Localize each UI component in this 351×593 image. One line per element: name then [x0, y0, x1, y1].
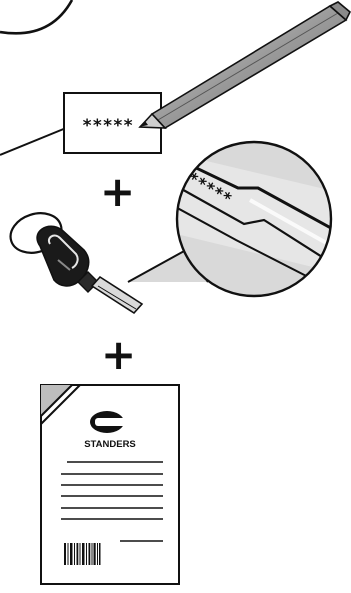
pencil-body — [152, 6, 346, 128]
standers-document: STANDERS — [41, 385, 179, 584]
code-card-text: ***** — [82, 116, 133, 136]
plus-sign-1: + — [100, 167, 135, 216]
car-key-icon — [5, 207, 142, 313]
card-connector-line — [0, 128, 66, 155]
top-arc — [0, 0, 72, 33]
pencil-icon — [139, 2, 350, 128]
document-brand: STANDERS — [84, 439, 136, 450]
plus-sign-2: + — [101, 330, 136, 379]
key-head — [37, 226, 89, 286]
